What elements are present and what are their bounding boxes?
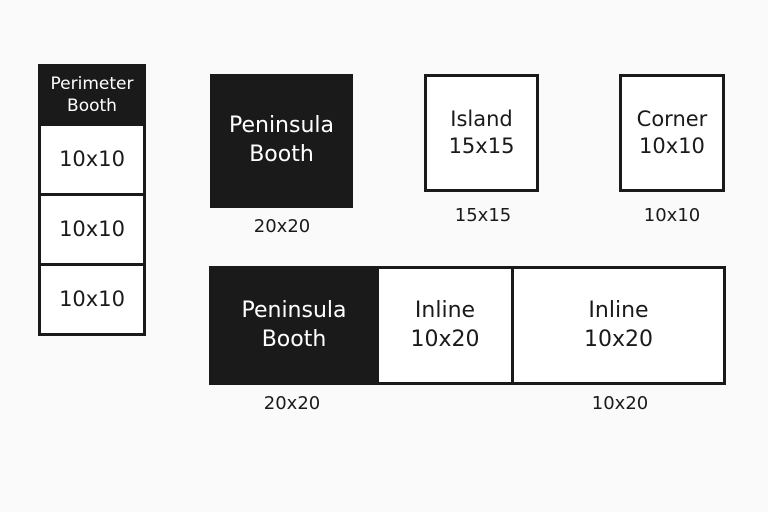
inline-booth: Inline 10x20	[511, 266, 726, 385]
perimeter-booth-cell: 10x10	[38, 263, 146, 336]
inline-booth: Inline 10x20	[376, 266, 514, 385]
island-booth: Island 15x15	[424, 74, 539, 192]
peninsula-booth-top: Peninsula Booth	[210, 74, 353, 208]
inline-booth-label: Inline 10x20	[583, 297, 653, 352]
island-booth-label: Island 15x15	[448, 106, 515, 158]
corner-booth-label: Corner 10x10	[636, 106, 708, 158]
corner-booth-caption: 10x10	[643, 205, 701, 226]
corner-booth: Corner 10x10	[619, 74, 725, 192]
peninsula-booth-top-label: Peninsula Booth	[228, 113, 334, 167]
perimeter-booth-cell-label: 10x10	[59, 216, 125, 241]
perimeter-booth-cell: 10x10	[38, 193, 146, 266]
peninsula-booth-bottom: Peninsula Booth	[209, 266, 379, 385]
peninsula-booth-bottom-label: Peninsula Booth	[241, 297, 347, 352]
bottom-left-caption: 20x20	[263, 393, 321, 414]
perimeter-booth-cell-label: 10x10	[59, 286, 125, 311]
perimeter-booth-header-label: Perimeter Booth	[50, 73, 134, 116]
inline-booth-label: Inline 10x20	[410, 297, 480, 352]
bottom-right-caption: 10x20	[591, 393, 649, 414]
perimeter-booth-cell-label: 10x10	[59, 146, 125, 171]
peninsula-booth-top-caption: 20x20	[253, 216, 311, 237]
island-booth-caption: 15x15	[454, 205, 512, 226]
perimeter-booth-header: Perimeter Booth	[38, 64, 146, 126]
perimeter-booth-cell: 10x10	[38, 123, 146, 196]
